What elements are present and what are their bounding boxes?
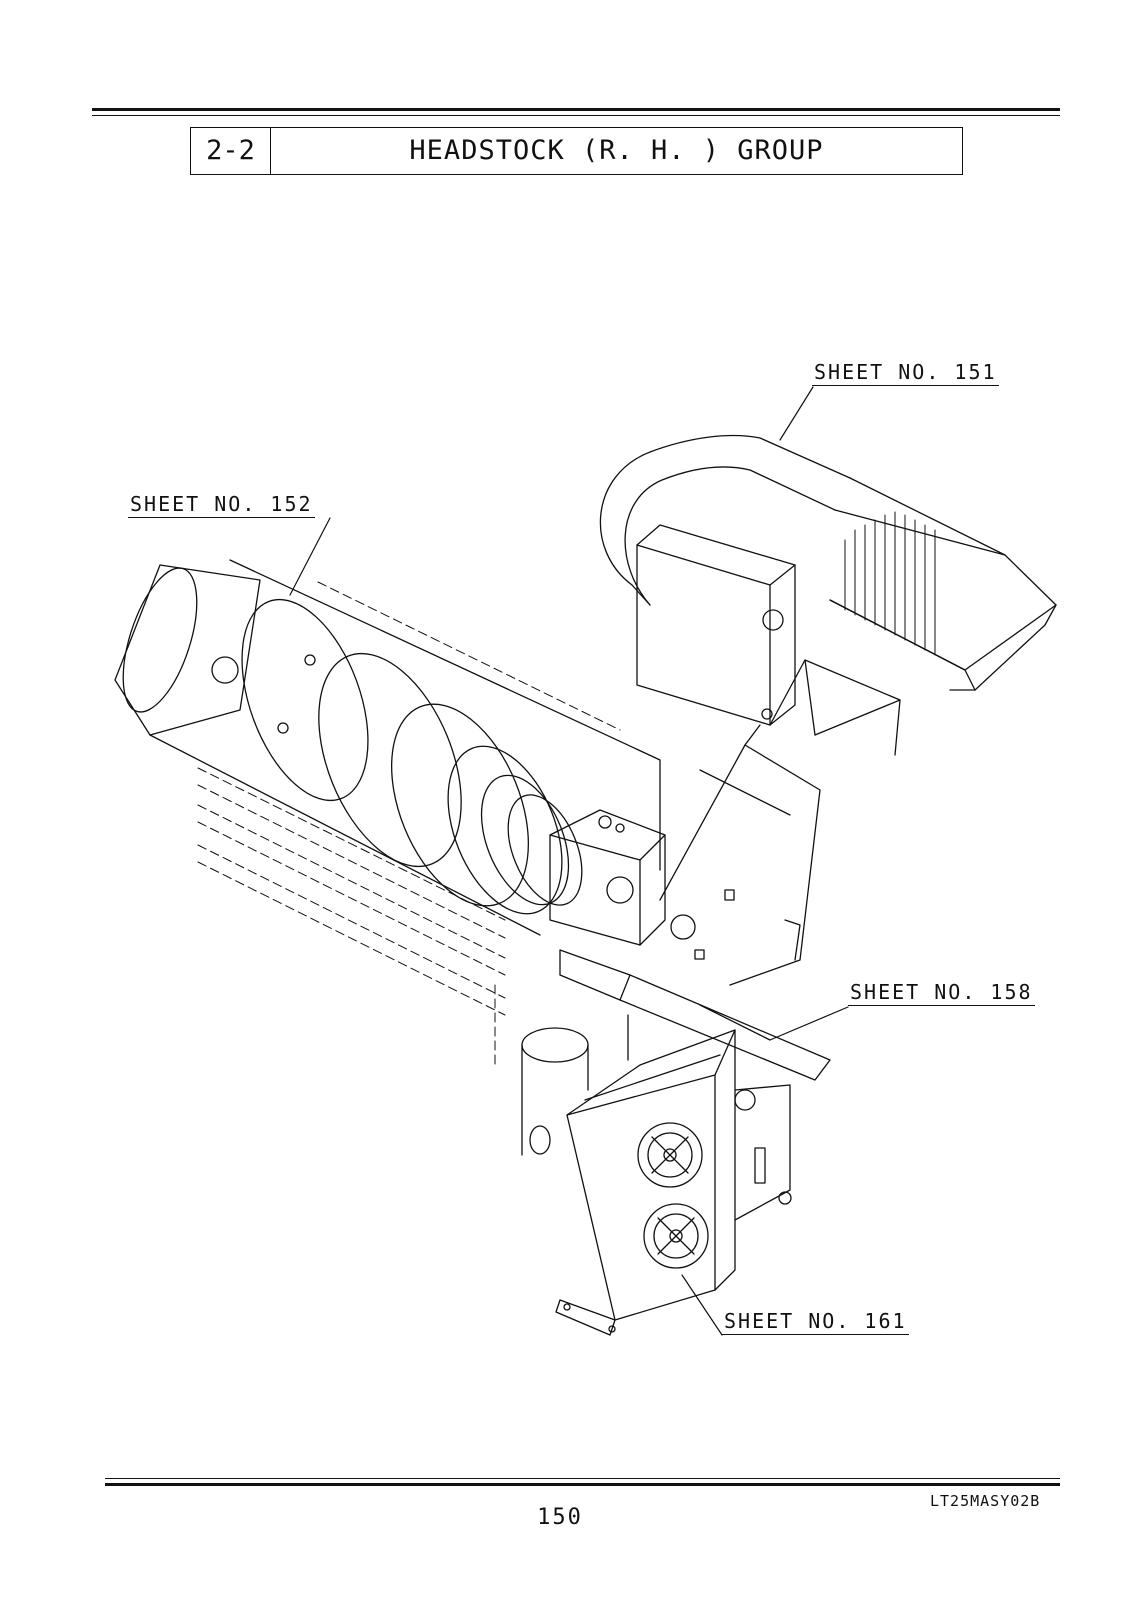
frame-bracket [660,725,820,985]
bottom-rule-thin [105,1478,1060,1479]
callout-sheet-158: SHEET NO. 158 [848,980,1035,1006]
fan-upper [638,1123,702,1187]
leader-152 [290,518,330,595]
section-title-box: 2-2 HEADSTOCK (R. H. ) GROUP [190,127,963,175]
control-box [637,525,795,725]
coolant-filter [522,1015,628,1155]
rotary-cylinder [550,810,665,945]
section-number: 2-2 [191,128,271,174]
document-code: LT25MASY02B [930,1492,1041,1510]
callout-sheet-161: SHEET NO. 161 [722,1309,909,1335]
top-rule-thick [92,108,1060,111]
cable-carrier [600,436,1056,690]
cable-tray [770,660,900,755]
fan-lower [644,1204,708,1268]
chip-chute [560,950,830,1080]
leader-lines [290,387,848,1335]
hydraulic-unit [556,1030,791,1335]
leader-161 [682,1275,722,1335]
hidden-lines [198,582,620,1065]
page-number: 150 [537,1505,583,1530]
section-title: HEADSTOCK (R. H. ) GROUP [409,135,824,166]
leader-158 [770,1007,848,1040]
bottom-rule-thick [105,1483,1060,1486]
callout-sheet-151: SHEET NO. 151 [812,360,999,386]
leader-151 [780,387,813,440]
top-rule-thin [92,115,1060,116]
headstock-body [108,559,660,935]
callout-sheet-152: SHEET NO. 152 [128,492,315,518]
